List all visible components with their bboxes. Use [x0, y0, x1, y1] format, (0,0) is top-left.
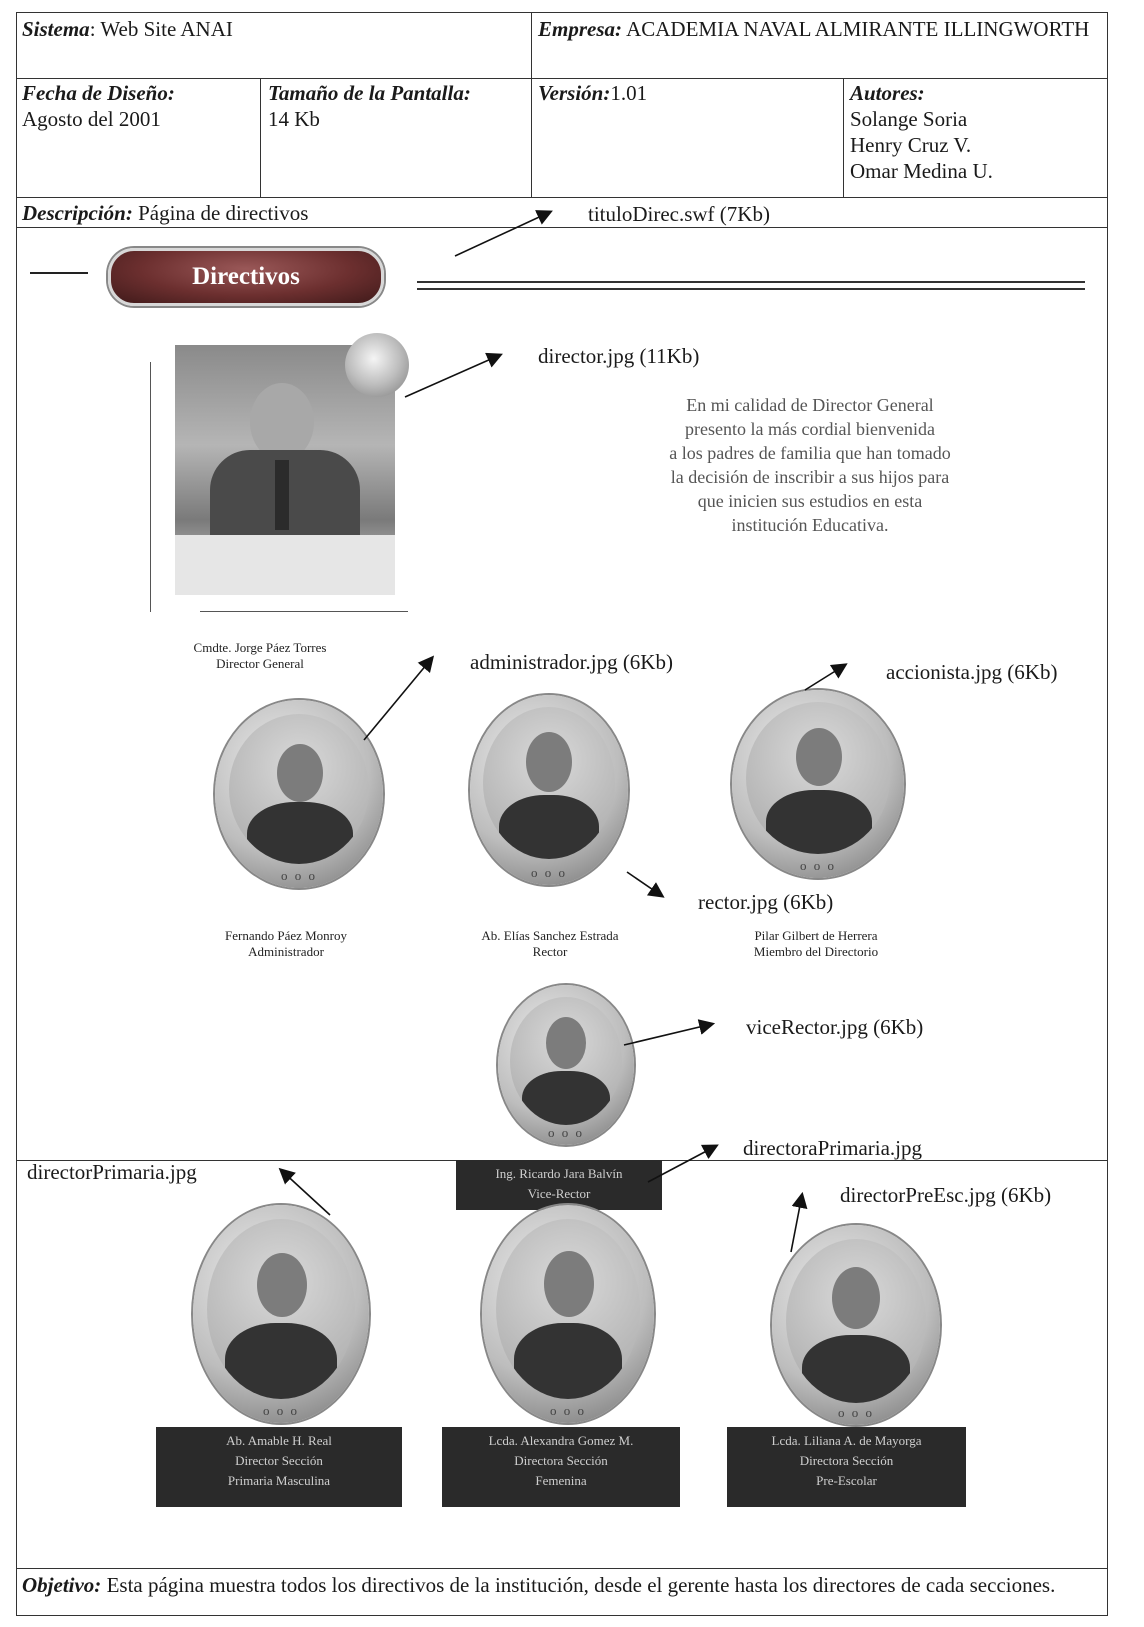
vicerector-portrait: o o o	[498, 985, 634, 1145]
tamano-value: 14 Kb	[268, 107, 320, 131]
caption-role: Vice-Rector	[527, 1186, 591, 1201]
col-divider	[843, 78, 844, 198]
welcome-line: la decisión de inscribir a sus hijos par…	[670, 467, 950, 487]
annotation-director-primaria: directorPrimaria.jpg	[27, 1160, 197, 1184]
caption-role: Rector	[532, 944, 568, 959]
vicerector-caption: Ing. Ricardo Jara Balvín Vice-Rector	[456, 1160, 662, 1210]
row-divider	[16, 1568, 1108, 1569]
caption-role: Director Sección	[235, 1453, 323, 1468]
director-caption: Cmdte. Jorge Páez Torres Director Genera…	[160, 640, 360, 672]
welcome-line: que inicien sus estudios en esta	[697, 491, 923, 511]
empresa-cell: Empresa: ACADEMIA NAVAL ALMIRANTE ILLING…	[538, 16, 1098, 42]
objetivo-label: Objetivo:	[22, 1573, 102, 1597]
welcome-text: En mi calidad de Director General presen…	[600, 393, 1020, 537]
caption-name: Lcda. Alexandra Gomez M.	[488, 1433, 634, 1448]
caption-name: Ing. Ricardo Jara Balvín	[495, 1166, 623, 1181]
portrait-dots: o o o	[531, 865, 567, 880]
annotation-accionista: accionista.jpg (6Kb)	[886, 660, 1058, 684]
administrador-portrait: o o o	[215, 700, 383, 888]
photo-frame	[150, 340, 408, 612]
caption-name: Lcda. Liliana A. de Mayorga	[771, 1433, 922, 1448]
portrait-dots: o o o	[550, 1403, 586, 1418]
fecha-value: Agosto del 2001	[22, 107, 161, 131]
annotation-rector: rector.jpg (6Kb)	[698, 890, 834, 914]
caption-role: Administrador	[248, 944, 324, 959]
annotation-director: director.jpg (11Kb)	[538, 344, 700, 368]
caption-role: Directora Sección	[514, 1453, 608, 1468]
accionista-portrait: o o o	[732, 690, 904, 878]
sistema-label: Sistema	[22, 17, 90, 41]
portrait-dots: o o o	[548, 1125, 584, 1140]
tamano-cell: Tamaño de la Pantalla: 14 Kb	[268, 80, 528, 132]
annotation-titulo: tituloDirec.swf (7Kb)	[588, 202, 770, 226]
empresa-label: Empresa:	[538, 17, 622, 41]
welcome-line: En mi calidad de Director General	[686, 395, 934, 415]
caption-role: Directora Sección	[799, 1453, 894, 1468]
autores-label: Autores:	[850, 81, 925, 105]
welcome-line: a los padres de familia que han tomado	[669, 443, 951, 463]
annotation-vicerector: viceRector.jpg (6Kb)	[746, 1015, 924, 1039]
rector-portrait: o o o	[470, 695, 628, 885]
preescolar-portrait: o o o	[772, 1225, 940, 1425]
caption-role: Miembro del Directorio	[753, 944, 879, 959]
portrait-dots: o o o	[281, 868, 317, 883]
decorative-orb	[345, 333, 409, 397]
design-sheet	[16, 12, 1108, 1616]
autor-name: Omar Medina U.	[850, 159, 993, 183]
portrait-dots: o o o	[800, 858, 836, 873]
descripcion-value: Página de directivos	[132, 201, 309, 225]
autores-cell: Autores: Solange Soria Henry Cruz V. Oma…	[850, 80, 1100, 184]
tamano-label: Tamaño de la Pantalla:	[268, 81, 471, 105]
autor-name: Henry Cruz V.	[850, 133, 972, 157]
sistema-value: : Web Site ANAI	[89, 17, 233, 41]
welcome-line: institución Educativa.	[731, 515, 889, 535]
femenina-caption: Lcda. Alexandra Gomez M. Directora Secci…	[442, 1427, 680, 1507]
version-cell: Versión:1.01	[538, 80, 838, 106]
caption-name: Ab. Amable H. Real	[226, 1433, 332, 1448]
fecha-label: Fecha de Diseño:	[22, 81, 175, 105]
annotation-director-preesc: directorPreEsc.jpg (6Kb)	[840, 1183, 1052, 1207]
descripcion-cell: Descripción: Página de directivos	[22, 200, 522, 226]
caption-role: Director General	[216, 656, 304, 671]
caption-name: Cmdte. Jorge Páez Torres	[193, 640, 327, 655]
welcome-line: presento la más cordial bienvenida	[685, 419, 935, 439]
sistema-cell: Sistema: Web Site ANAI	[22, 16, 522, 42]
preescolar-caption: Lcda. Liliana A. de Mayorga Directora Se…	[727, 1427, 966, 1507]
version-label: Versión:	[538, 81, 611, 105]
rector-caption: Ab. Elías Sanchez Estrada Rector	[440, 928, 660, 960]
caption-name: Fernando Páez Monroy	[224, 928, 348, 943]
femenina-portrait: o o o	[482, 1205, 654, 1423]
autor-name: Solange Soria	[850, 107, 968, 131]
annotation-administrador: administrador.jpg (6Kb)	[470, 650, 673, 674]
version-value: 1.01	[610, 81, 648, 105]
caption-name: Ab. Elías Sanchez Estrada	[481, 928, 619, 943]
banner-dash	[30, 272, 88, 274]
portrait-dots: o o o	[263, 1403, 299, 1418]
row-divider	[16, 197, 1108, 198]
portrait-dots: o o o	[838, 1405, 874, 1420]
accionista-caption: Pilar Gilbert de Herrera Miembro del Dir…	[706, 928, 926, 960]
caption-role: Primaria Masculina	[227, 1473, 331, 1488]
caption-role: Pre-Escolar	[816, 1473, 877, 1488]
primaria-masculina-portrait: o o o	[193, 1205, 369, 1423]
row-divider	[16, 227, 1108, 228]
administrador-caption: Fernando Páez Monroy Administrador	[186, 928, 386, 960]
empresa-value: ACADEMIA NAVAL ALMIRANTE ILLINGWORTH	[622, 17, 1090, 41]
col-divider	[260, 78, 261, 198]
fecha-cell: Fecha de Diseño: Agosto del 2001	[22, 80, 257, 132]
annotation-directora-primaria: directoraPrimaria.jpg	[743, 1136, 923, 1160]
caption-role: Femenina	[535, 1473, 587, 1488]
directivos-banner: Directivos	[108, 248, 384, 306]
descripcion-label: Descripción:	[22, 201, 133, 225]
banner-double-rule	[417, 281, 1085, 290]
objetivo-value: Esta página muestra todos los directivos…	[101, 1573, 1056, 1597]
row-divider	[16, 78, 1108, 79]
col-divider	[531, 12, 532, 198]
objetivo-cell: Objetivo: Esta página muestra todos los …	[22, 1572, 1102, 1598]
primaria-masculina-caption: Ab. Amable H. Real Director Sección Prim…	[156, 1427, 402, 1507]
caption-name: Pilar Gilbert de Herrera	[754, 928, 878, 943]
